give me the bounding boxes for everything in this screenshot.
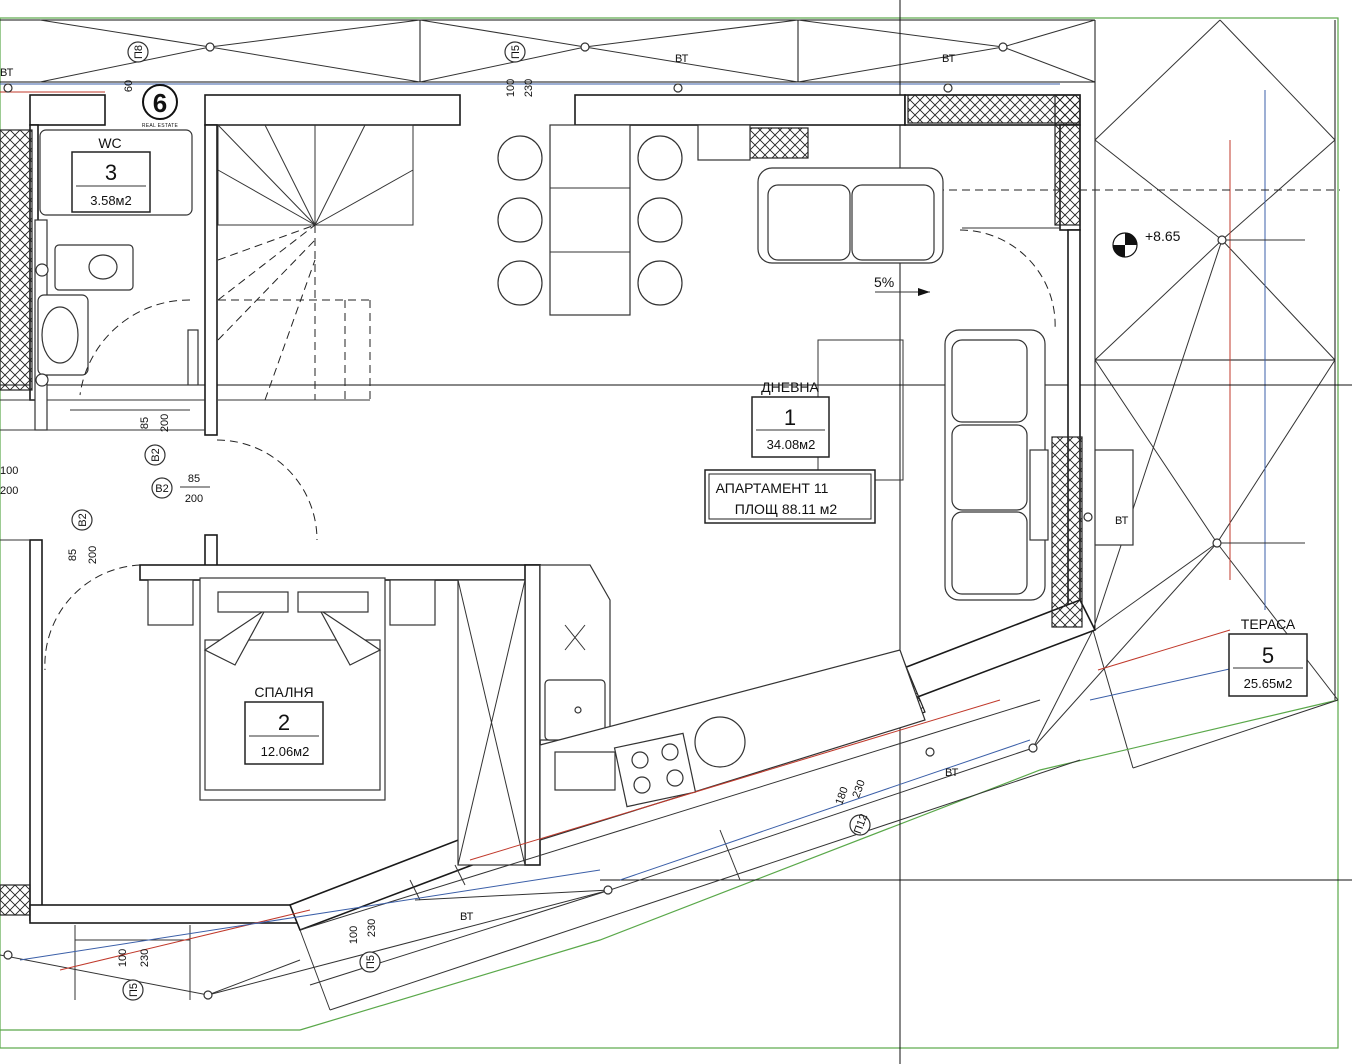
window-p5-bottom-label: П5 [128,983,140,997]
room-terrace: ТЕРАСА 5 25.65м2 [1228,616,1308,697]
living-area: 34.08м2 [767,437,816,452]
terrace-name: ТЕРАСА [1241,616,1296,632]
room-wc: WC 3 3.58м2 [71,135,151,213]
door-bedroom-dim2: 200 [87,546,99,564]
door-bedroom-label: В2 [77,513,89,526]
wc-number: 3 [105,160,117,185]
window-tag-p8: П8 60 [123,41,149,92]
window-p5-balcony-label: П5 [365,955,377,969]
door-hall-dim2: 200 [185,493,203,505]
window-tag-p5-top: П5 100 230 [504,41,535,97]
terrace-roof [299,19,1339,1031]
logo-text: REAL ESTATE [142,123,179,129]
window-p5-top-dim2: 230 [523,79,535,97]
brand-logo: 6 REAL ESTATE [142,84,179,129]
door-wc-dim2: 200 [159,414,171,432]
door-hall-dim1: 85 [188,473,200,485]
apartment-info: АПАРТАМЕНТ 11 ПЛОЩ 88.11 м2 [704,469,876,524]
apartment-area: ПЛОЩ 88.11 м2 [735,501,838,517]
vt-label-6: ВТ [460,911,474,923]
vt-label-1: ВТ [0,67,14,79]
slope-mark: 5% [874,274,894,290]
window-tag-p12: П12 180 230 [833,778,871,836]
kitchen [539,564,926,841]
balcony-strip [0,699,1081,1031]
bedroom-area: 12.06м2 [261,744,310,759]
window-p5-balcony-dim2: 230 [366,919,378,937]
vt-label-5: ВТ [945,767,959,779]
dining-set [497,124,683,316]
bedroom-number: 2 [278,710,290,735]
coffee-table [817,339,904,481]
window-p12-dim2: 230 [850,778,868,799]
window-p5-top-dim1: 100 [505,79,517,97]
door-hall-label: В2 [155,483,168,495]
door-left-dim2: 200 [0,485,18,497]
vt-label-3: ВТ [942,53,956,65]
bedroom-name: СПАЛНЯ [254,684,313,700]
sofas [697,124,1134,601]
window-p5-balcony-dim1: 100 [348,926,360,944]
door-wc-label: В2 [150,448,162,461]
room-living: ДНЕВНА 1 34.08м2 [751,379,830,458]
wc-name: WC [98,135,121,151]
window-p5-bottom-dim2: 230 [139,949,151,967]
door-wc-dim1: 85 [139,417,151,429]
window-p8-label: П8 [133,45,145,59]
door-bedroom-dim1: 85 [67,549,79,561]
terrace-area: 25.65м2 [1244,676,1293,691]
vt-labels: ВТ ВТ ВТ ВТ ВТ ВТ [0,53,1129,923]
vt-label-2: ВТ [675,53,689,65]
level-mark-symbol [1112,232,1138,258]
window-tag-p5-balcony: П5 100 230 [348,919,381,973]
living-number: 1 [784,405,796,430]
window-p5-top-label: П5 [510,45,522,59]
wc-area: 3.58м2 [90,193,131,208]
drain-markers [3,42,1227,1000]
staircase [217,124,414,401]
window-p5-bottom-dim1: 100 [117,949,129,967]
window-p8-dim: 60 [123,80,135,92]
logo-mark: 6 [153,88,167,118]
living-name: ДНЕВНА [761,379,819,395]
door-tag-wc: В2 85 200 [139,414,171,466]
door-tag-left: 100 200 [0,465,18,497]
window-tag-p5-bottom: П5 100 230 [117,949,151,1001]
apartment-title: АПАРТАМЕНТ 11 [716,480,829,496]
vt-label-4: ВТ [1115,515,1129,527]
terrace-door-swing [959,229,1056,331]
door-left-dim1: 100 [0,465,18,477]
door-tag-hall: В2 85 200 [151,473,210,505]
door-tag-bedroom: В2 85 200 [67,509,99,564]
level-mark: +8.65 [1145,228,1181,244]
terrace-number: 5 [1262,643,1274,668]
room-bedroom: СПАЛНЯ 2 12.06м2 [244,684,324,765]
bedroom-furniture [44,439,526,866]
window-p12-dim1: 180 [833,785,851,806]
